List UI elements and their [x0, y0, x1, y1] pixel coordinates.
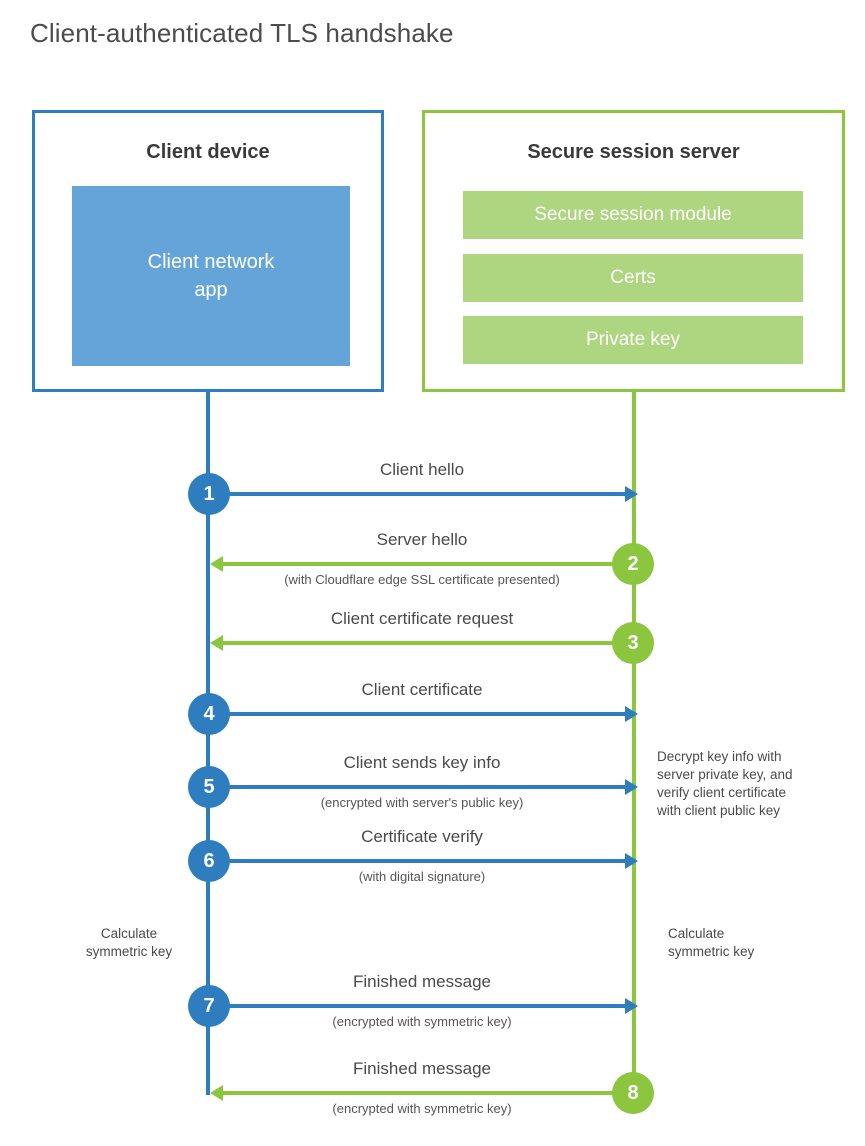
- arrow-shaft-2: [222, 562, 634, 566]
- client-app-label-line2: app: [194, 279, 228, 301]
- message-sub-7: (encrypted with symmetric key): [332, 1014, 512, 1029]
- arrow-head-left-2: [210, 556, 223, 572]
- secure-session-server-title: Secure session server: [527, 141, 740, 163]
- step-circle-4: 4: [188, 693, 230, 735]
- client-app-label-line1: Client network: [147, 251, 275, 273]
- arrow-head-right-5: [625, 779, 638, 795]
- arrow-head-right-4: [625, 706, 638, 722]
- message-sub-2: (with Cloudflare edge SSL certificate pr…: [284, 572, 560, 587]
- arrow-shaft-4: [208, 712, 628, 716]
- step-circle-1: 1: [188, 473, 230, 515]
- annotation-calc-client-line2: symmetric key: [85, 944, 173, 959]
- step-circle-3: 3: [612, 622, 654, 664]
- message-sub-8: (encrypted with symmetric key): [332, 1101, 512, 1116]
- secure-session-server-box: Secure session server Secure session mod…: [422, 110, 845, 392]
- message-sub-6: (with digital signature): [358, 869, 486, 884]
- annotation-calc-client-line1: Calculate: [100, 926, 158, 941]
- annotation-server-decrypt: Decrypt key info with server private key…: [657, 748, 842, 820]
- message-label-1: Client hello: [379, 460, 465, 479]
- message-label-3: Client certificate request: [330, 609, 514, 628]
- arrow-shaft-1: [208, 492, 628, 496]
- server-block-certs: Certs: [463, 254, 803, 302]
- annotation-server-decrypt-line1: Decrypt key info with: [657, 749, 782, 764]
- step-circle-2: 2: [612, 543, 654, 585]
- server-block-private-key: Private key: [463, 316, 803, 364]
- arrow-shaft-8: [222, 1091, 634, 1095]
- arrow-head-right-1: [625, 486, 638, 502]
- client-device-box: Client device Client network app: [32, 110, 384, 392]
- arrow-shaft-3: [222, 641, 634, 645]
- page-title: Client-authenticated TLS handshake: [30, 18, 454, 48]
- client-device-title: Client device: [146, 141, 270, 163]
- step-circle-5: 5: [188, 766, 230, 808]
- annotation-server-decrypt-line4: with client public key: [657, 803, 781, 818]
- arrow-shaft-7: [208, 1004, 628, 1008]
- message-label-7: Finished message: [353, 972, 491, 991]
- arrow-head-left-3: [210, 635, 223, 651]
- client-lifeline: [206, 392, 210, 1095]
- arrow-head-right-6: [625, 853, 638, 869]
- annotation-calc-server-line1: Calculate: [668, 926, 725, 941]
- annotation-server-decrypt-line3: verify client certificate: [657, 785, 787, 800]
- client-network-app-block: Client network app: [72, 186, 350, 366]
- message-label-4: Client certificate: [361, 680, 483, 699]
- message-label-2: Server hello: [376, 530, 468, 549]
- annotation-calculate-symmetric-key-server: Calculate symmetric key: [668, 925, 818, 961]
- message-sub-5: (encrypted with server's public key): [320, 795, 524, 810]
- annotation-calc-server-line2: symmetric key: [668, 944, 755, 959]
- step-circle-8: 8: [612, 1072, 654, 1114]
- arrow-head-left-8: [210, 1085, 223, 1101]
- annotation-server-decrypt-line2: server private key, and: [657, 767, 793, 782]
- arrow-shaft-5: [208, 785, 628, 789]
- step-circle-6: 6: [188, 840, 230, 882]
- server-block-secure-session-module: Secure session module: [463, 191, 803, 239]
- annotation-calculate-symmetric-key-client: Calculate symmetric key: [63, 925, 195, 961]
- message-label-8: Finished message: [353, 1059, 491, 1078]
- message-label-6: Certificate verify: [361, 827, 483, 846]
- step-circle-7: 7: [188, 985, 230, 1027]
- arrow-head-right-7: [625, 998, 638, 1014]
- server-lifeline: [632, 392, 636, 1095]
- message-label-5: Client sends key info: [343, 753, 501, 772]
- arrow-shaft-6: [208, 859, 628, 863]
